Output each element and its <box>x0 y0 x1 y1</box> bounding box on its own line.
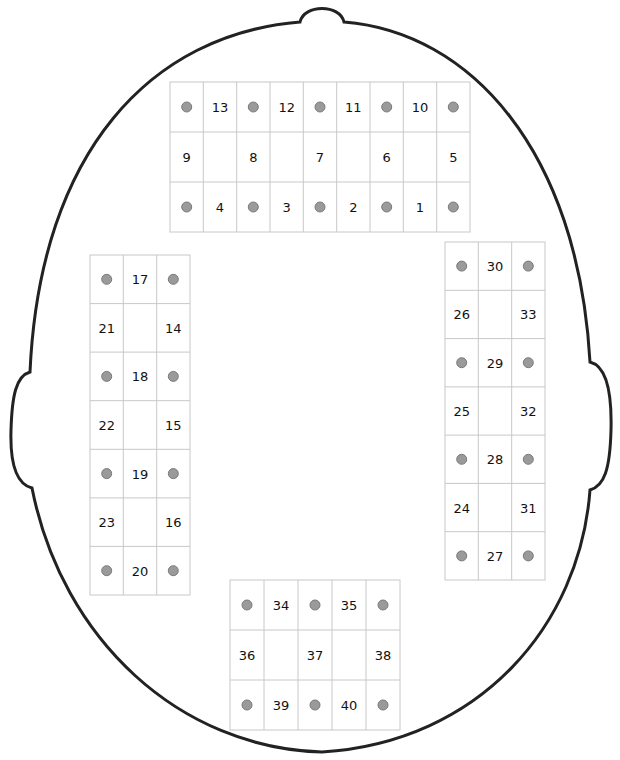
channel-number: 13 <box>212 101 229 114</box>
channel-number: 14 <box>165 321 182 334</box>
channel-number: 26 <box>453 308 470 321</box>
channel-number: 25 <box>453 405 470 418</box>
channel-number: 21 <box>98 321 115 334</box>
channel-number: 17 <box>132 273 149 286</box>
channel-number: 35 <box>341 599 358 612</box>
channel-number: 29 <box>487 356 504 369</box>
channel-number: 4 <box>216 201 224 214</box>
channel-number: 16 <box>165 516 182 529</box>
channel-number: 2 <box>349 201 357 214</box>
channel-number: 40 <box>341 699 358 712</box>
channel-number: 30 <box>487 260 504 273</box>
channel-number: 6 <box>383 151 391 164</box>
optode-dots <box>102 102 534 710</box>
channel-number: 33 <box>520 308 537 321</box>
channel-number: 32 <box>520 405 537 418</box>
channel-number: 15 <box>165 419 182 432</box>
channel-number: 20 <box>132 564 149 577</box>
channel-number: 8 <box>249 151 257 164</box>
probe-grids <box>90 82 545 730</box>
channel-number: 39 <box>273 699 290 712</box>
channel-number: 10 <box>412 101 429 114</box>
channel-number: 37 <box>307 649 324 662</box>
channel-number: 23 <box>98 516 115 529</box>
channel-number: 27 <box>487 549 504 562</box>
channel-number: 12 <box>278 101 295 114</box>
channel-number: 5 <box>449 151 457 164</box>
channel-number: 28 <box>487 453 504 466</box>
channel-number: 34 <box>273 599 290 612</box>
channel-number: 3 <box>283 201 291 214</box>
channel-number: 11 <box>345 101 362 114</box>
channel-number: 38 <box>375 649 392 662</box>
channel-number: 18 <box>132 370 149 383</box>
channel-number: 31 <box>520 501 537 514</box>
channel-number: 9 <box>183 151 191 164</box>
channel-number: 7 <box>316 151 324 164</box>
channel-number: 36 <box>239 649 256 662</box>
channel-number: 1 <box>416 201 424 214</box>
channel-number: 22 <box>98 419 115 432</box>
head-outline <box>11 9 611 753</box>
channel-number: 24 <box>453 501 470 514</box>
channel-number: 19 <box>132 467 149 480</box>
